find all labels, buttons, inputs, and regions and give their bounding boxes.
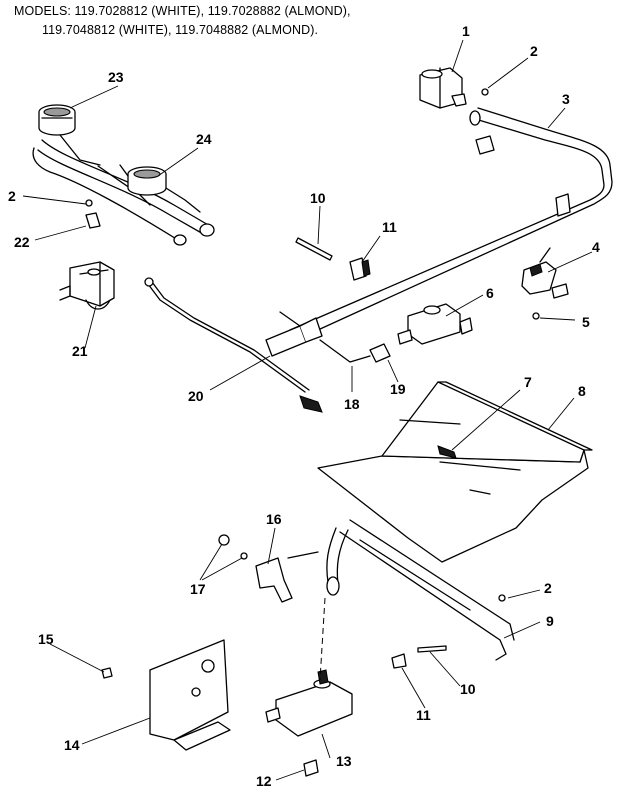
- callout-16: 16: [266, 511, 282, 527]
- callout-21: 21: [72, 343, 88, 359]
- models-header-line-2: 119.7048812 (WHITE), 119.7048882 (ALMOND…: [42, 23, 319, 37]
- callout-5: 5: [582, 314, 590, 330]
- burner-baffle: [317, 381, 593, 563]
- callout-24: 24: [196, 131, 212, 147]
- models-header-line-1: MODELS: 119.7028812 (WHITE), 119.7028882…: [14, 4, 351, 18]
- callout-11-top: 11: [382, 219, 397, 235]
- callout-14: 14: [64, 737, 80, 753]
- callout-1: 1: [462, 23, 470, 39]
- callout-13: 13: [336, 753, 352, 769]
- callout-2-right: 2: [544, 580, 552, 596]
- callout-7: 7: [524, 374, 532, 390]
- regulator-and-manifold: [265, 67, 613, 357]
- callout-3: 3: [562, 91, 570, 107]
- callout-19: 19: [390, 381, 406, 397]
- callout-12: 12: [256, 773, 272, 789]
- callout-22: 22: [14, 234, 30, 250]
- valves-and-tubes: [144, 237, 569, 413]
- callout-11-bottom: 11: [416, 707, 431, 723]
- callout-23: 23: [108, 69, 124, 85]
- callout-17: 17: [190, 581, 206, 597]
- callout-15: 15: [38, 631, 54, 647]
- callout-2-left: 2: [8, 188, 16, 204]
- callout-4: 4: [592, 239, 600, 255]
- callout-8: 8: [578, 383, 586, 399]
- callout-labels: 1 2 3 23 24 2 22 10 11 4 5 21 6 20 19 18…: [8, 23, 600, 789]
- lower-parts: [101, 534, 353, 777]
- leader-lines: [22, 39, 593, 781]
- top-burner-assembly: [32, 104, 215, 310]
- callout-18: 18: [344, 396, 360, 412]
- callout-9: 9: [546, 613, 554, 629]
- callout-2-top: 2: [530, 43, 538, 59]
- callout-6: 6: [486, 285, 494, 301]
- callout-20: 20: [188, 388, 204, 404]
- callout-10-top: 10: [310, 190, 326, 206]
- oven-burner: [326, 519, 515, 669]
- callout-10-bottom: 10: [460, 681, 476, 697]
